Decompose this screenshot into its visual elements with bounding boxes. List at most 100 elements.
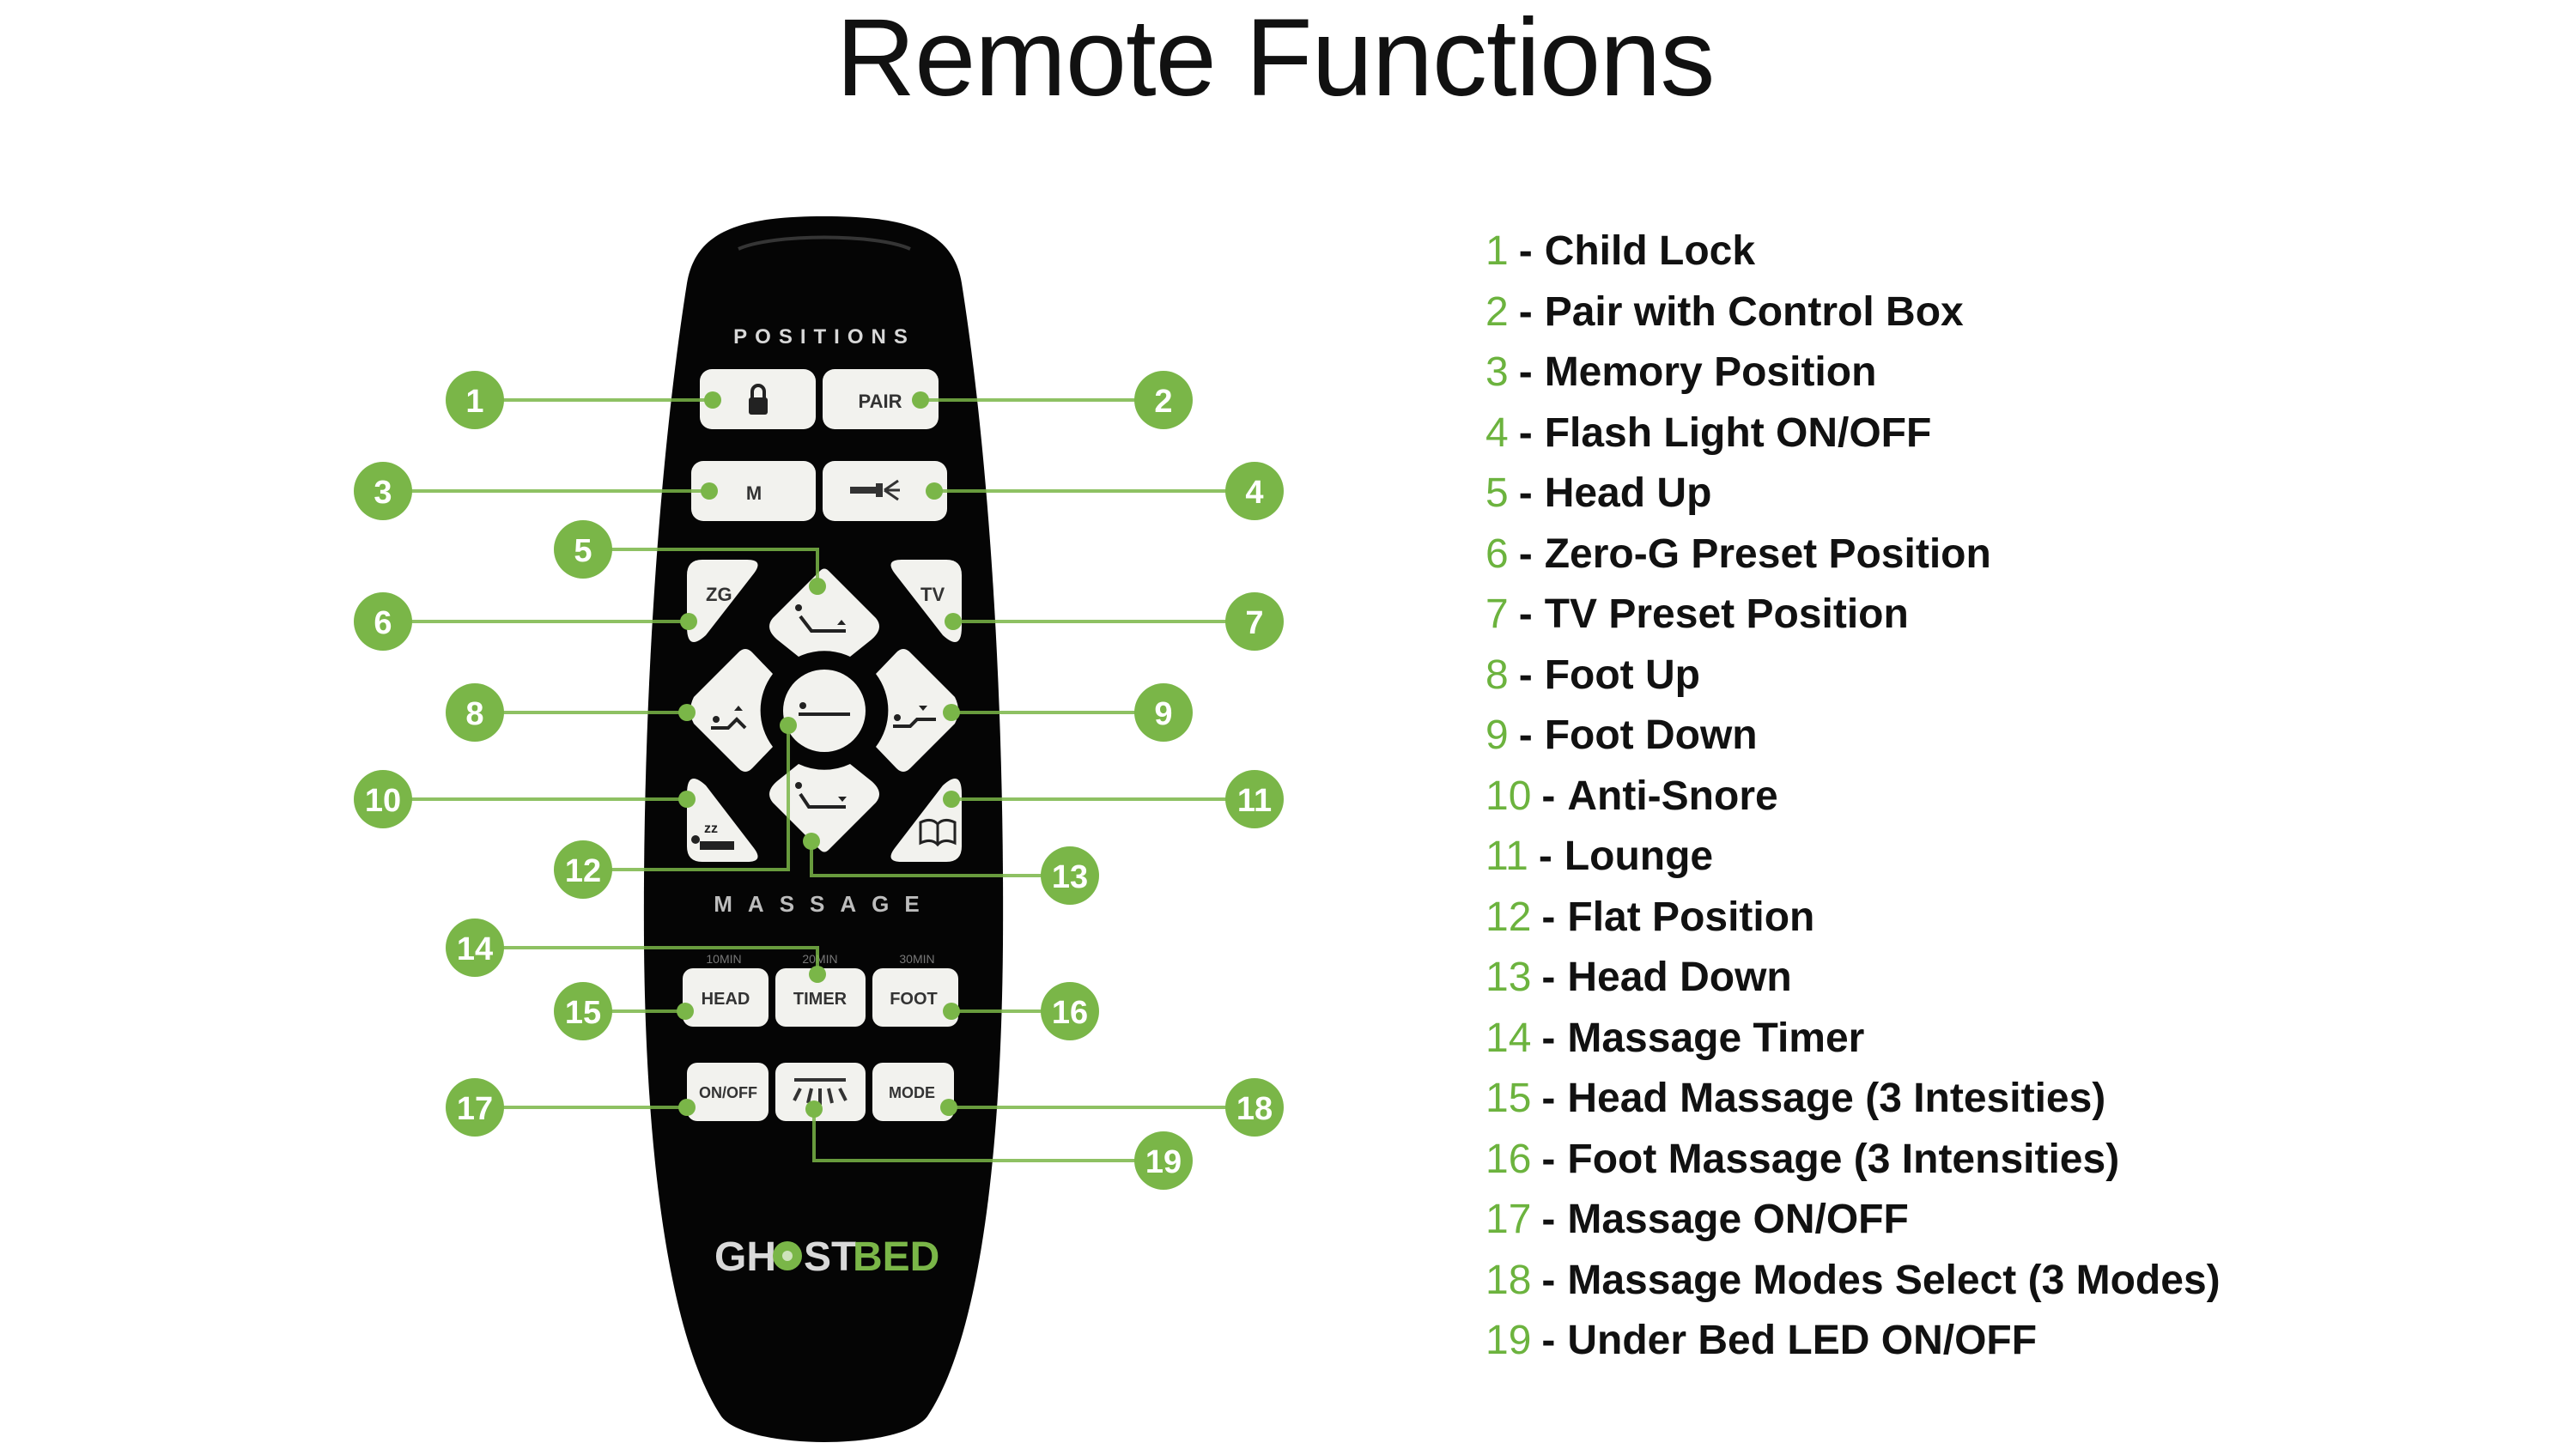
- legend-number: 16: [1485, 1136, 1532, 1182]
- callout-circle: [446, 683, 504, 742]
- positions-label: POSITIONS: [733, 325, 915, 349]
- legend-label: Flat Position: [1567, 894, 1815, 940]
- callout-circle: [354, 592, 412, 651]
- page-title: Remote Functions: [835, 0, 1716, 119]
- head-up-icon: [795, 604, 846, 633]
- legend-separator: -: [1541, 1076, 1556, 1121]
- head-massage-button[interactable]: HEAD: [683, 968, 769, 1027]
- foot-up-button[interactable]: [690, 649, 773, 772]
- legend-separator: -: [1541, 1197, 1556, 1242]
- callout-marker: 4: [1225, 462, 1284, 520]
- callout-number: 16: [1052, 995, 1088, 1031]
- massage-onoff-button[interactable]: ON/OFF: [687, 1063, 769, 1121]
- legend-separator: -: [1541, 773, 1556, 819]
- logo-text-st: ST: [804, 1234, 856, 1280]
- memory-button[interactable]: M: [691, 461, 816, 521]
- foot-massage-button[interactable]: FOOT: [872, 968, 958, 1027]
- pair-button[interactable]: PAIR: [823, 369, 939, 429]
- ghostbed-logo: GH ST BED: [714, 1234, 939, 1280]
- legend-item: 2-Pair with Control Box: [1485, 282, 2221, 343]
- anchor-dot: [678, 1099, 696, 1116]
- anchor-dot: [803, 833, 820, 850]
- legend-number: 9: [1485, 712, 1509, 758]
- legend-item: 6-Zero-G Preset Position: [1485, 524, 2221, 585]
- leader-line: [475, 946, 819, 974]
- foot-massage-label: FOOT: [890, 990, 938, 1009]
- callout-number: 4: [1245, 475, 1263, 511]
- anchor-dot: [701, 482, 718, 500]
- under-bed-led-button[interactable]: [775, 1063, 866, 1121]
- callout-number: 15: [565, 995, 601, 1031]
- legend-number: 2: [1485, 288, 1509, 335]
- legend-label: Head Down: [1567, 955, 1792, 1000]
- callout-circle: [1041, 846, 1099, 905]
- logo-text-gh: GH: [714, 1234, 776, 1280]
- massage-mode-button[interactable]: MODE: [872, 1063, 954, 1121]
- head-down-icon: [795, 782, 847, 809]
- legend-item: 10-Anti-Snore: [1485, 767, 2221, 828]
- head-down-button[interactable]: [769, 764, 879, 852]
- anchor-dot: [680, 613, 697, 630]
- legend-number: 14: [1485, 1015, 1532, 1061]
- massage-timer-label: TIMER: [793, 990, 848, 1009]
- callout-number: 11: [1237, 783, 1272, 819]
- under-bed-led-icon: [793, 1078, 848, 1105]
- callout-marker: 1: [446, 371, 504, 429]
- legend-item: 1-Child Lock: [1485, 221, 2221, 282]
- callout-circle: [1041, 982, 1099, 1040]
- callout-marker: 5: [554, 520, 612, 579]
- anti-snore-icon: zz: [691, 822, 734, 850]
- callout-number: 12: [565, 853, 601, 889]
- anchor-dot: [809, 578, 826, 595]
- legend-separator: -: [1518, 470, 1533, 516]
- foot-down-button[interactable]: [876, 649, 958, 772]
- lounge-book-icon: [919, 818, 957, 847]
- legend-item: 12-Flat Position: [1485, 888, 2221, 949]
- legend-label: Foot Up: [1544, 652, 1700, 698]
- legend-label: Under Bed LED ON/OFF: [1567, 1318, 2038, 1363]
- zero-g-label: ZG: [706, 584, 732, 605]
- legend-number: 4: [1485, 409, 1509, 456]
- anchor-dot: [678, 791, 696, 808]
- anchor-dot: [678, 704, 696, 721]
- callout-circle: [1134, 683, 1193, 742]
- massage-timer-button[interactable]: TIMER: [775, 968, 866, 1027]
- legend-label: Lounge: [1564, 834, 1714, 879]
- legend-item: 3-Memory Position: [1485, 343, 2221, 403]
- callout-number: 8: [465, 696, 483, 732]
- legend-separator: -: [1518, 349, 1533, 395]
- foot-up-icon: [711, 706, 747, 730]
- callout-number: 19: [1145, 1144, 1182, 1180]
- callout-marker: 17: [446, 1078, 504, 1137]
- callout-marker: 14: [446, 919, 504, 977]
- callout-marker: 13: [1041, 846, 1099, 905]
- callout-number: 1: [465, 384, 483, 420]
- legend-separator: -: [1541, 1318, 1556, 1363]
- callout-marker: 6: [354, 592, 412, 651]
- tv-button[interactable]: TV: [890, 560, 963, 642]
- child-lock-button[interactable]: [700, 369, 816, 429]
- callout-marker: 2: [1134, 371, 1193, 429]
- flat-button[interactable]: [783, 670, 866, 752]
- callout-number: 13: [1052, 859, 1088, 895]
- callout-circle: [1225, 462, 1284, 520]
- legend-separator: -: [1518, 228, 1533, 274]
- zero-g-button[interactable]: ZG: [687, 560, 758, 642]
- legend-separator: -: [1541, 1015, 1556, 1061]
- anchor-dot: [809, 966, 826, 983]
- head-up-button[interactable]: [769, 568, 879, 658]
- legend-separator: -: [1538, 834, 1552, 879]
- anti-snore-button[interactable]: zz: [687, 779, 758, 862]
- legend-label: Child Lock: [1544, 228, 1756, 274]
- legend-label: Foot Massage (3 Intensities): [1567, 1136, 2120, 1182]
- memory-button-label: M: [746, 482, 762, 504]
- flashlight-button[interactable]: [823, 461, 947, 521]
- callout-number: 5: [574, 533, 592, 569]
- legend-label: TV Preset Position: [1544, 591, 1909, 637]
- callout-marker: 7: [1225, 592, 1284, 651]
- legend-separator: -: [1518, 409, 1533, 456]
- callout-circle: [354, 462, 412, 520]
- legend-item: 11-Lounge: [1485, 827, 2221, 888]
